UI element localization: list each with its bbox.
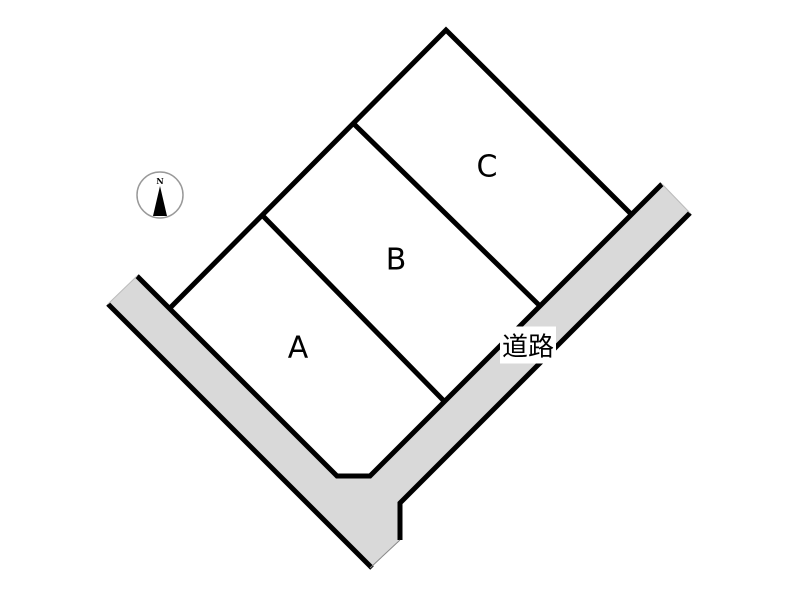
road-inner-edge [135, 182, 664, 479]
road-outer-edge-left [106, 302, 374, 570]
road-end-edge [369, 539, 401, 569]
north-compass-icon: N [136, 171, 184, 219]
lot-divider-a-b [261, 214, 445, 402]
road-label: 道路 [499, 326, 557, 364]
lot-boundary [168, 26, 632, 310]
lot-label-c: C [476, 149, 498, 185]
lot-label-a: A [287, 330, 309, 366]
lot-label-b: B [385, 242, 407, 278]
compass-letter: N [156, 176, 163, 186]
road-area [108, 184, 690, 568]
road-end-edge [661, 183, 691, 214]
road-outer-edge-right [397, 211, 692, 540]
lot-divider-b-c [352, 122, 542, 308]
road-end-edge [107, 275, 138, 305]
